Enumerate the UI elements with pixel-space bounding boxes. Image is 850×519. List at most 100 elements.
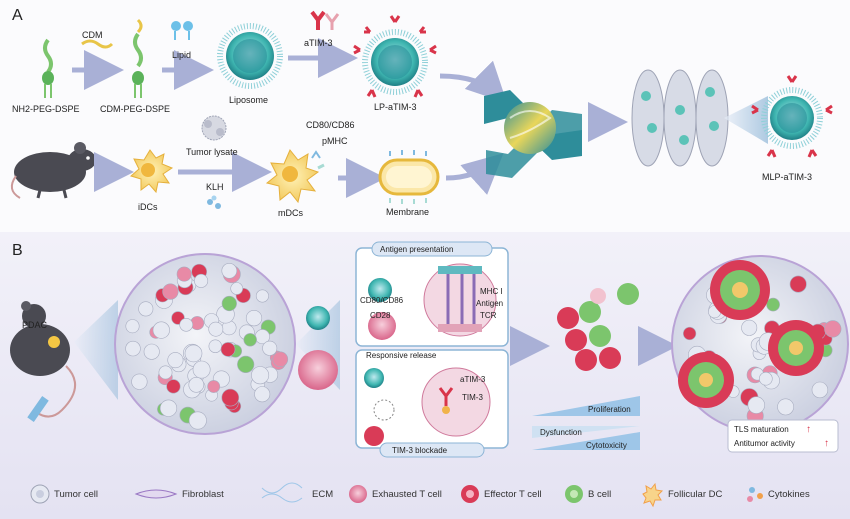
antigen-presentation-title: Antigen presentation (380, 245, 453, 254)
tumor-cell (138, 301, 154, 317)
tcr-label: TCR (480, 311, 497, 320)
proliferation-label: Proliferation (588, 405, 631, 414)
tumor-cell (208, 321, 224, 337)
tumor-cell (741, 319, 758, 336)
tumor-lysate-icon (201, 115, 227, 141)
tumor-cell (221, 262, 238, 279)
atim3-label: aTIM-3 (304, 38, 333, 48)
legend-b-cell: B cell (565, 485, 611, 503)
klh-label: KLH (206, 182, 224, 192)
lipid-icon (171, 21, 193, 40)
svg-text:Tumor cell: Tumor cell (54, 489, 98, 500)
tumor-cell (237, 355, 255, 374)
svg-text:Exhausted T cell: Exhausted T cell (372, 489, 442, 500)
legend-fibroblast: Fibroblast (134, 489, 224, 500)
tumor-cell (176, 266, 192, 282)
atim3-label-b: aTIM-3 (460, 375, 486, 384)
tumor-cell (162, 283, 179, 300)
tls-maturation-label: TLS maturation (734, 425, 789, 434)
tim3-blockade-box (355, 349, 509, 458)
tumor-cell (758, 371, 773, 386)
tumor-cell (125, 319, 140, 334)
atim3-antibody-icon (310, 10, 340, 30)
tls-cluster-left (678, 352, 734, 408)
svg-text:Effector T cell: Effector T cell (484, 489, 542, 500)
tumor-cell (143, 343, 160, 360)
pdac-label: PDAC (22, 320, 48, 330)
pdac-mouse-icon (10, 301, 76, 422)
tumor-cell (207, 380, 221, 393)
liposome-label: Liposome (229, 95, 268, 105)
lp-atim3-label: LP-aTIM-3 (374, 102, 417, 112)
cdm-molecule-icon (81, 39, 114, 49)
tumor-cell (254, 386, 271, 403)
tumor-cell (184, 344, 203, 363)
tumor-cell (192, 360, 211, 379)
svg-text:ECM: ECM (312, 489, 333, 500)
tumor-cell (167, 352, 184, 369)
tumor-cell (230, 282, 243, 295)
membrane-label: Membrane (386, 207, 429, 217)
microfluidic-mixer-icon (484, 90, 582, 178)
tumor-cell (255, 289, 269, 303)
membrane-vesicle-icon (378, 150, 440, 204)
tumor-cell (179, 317, 193, 332)
effector-cluster-icon (557, 283, 639, 371)
mlp-atim3-icon (751, 75, 833, 158)
mouse-icon (10, 142, 96, 199)
tumor-mass-left (114, 253, 296, 435)
lp-atim3-icon (353, 15, 437, 98)
zoom-wedge-left (74, 300, 118, 400)
tumor-cell (824, 320, 842, 338)
antitumor-activity-label: Antitumor activity (734, 439, 795, 448)
tumor-cell (766, 297, 780, 312)
legend-ecm: ECM (261, 482, 333, 503)
cdm-peg-dspe-label: CDM-PEG-DSPE (100, 104, 170, 114)
klh-icon (207, 195, 221, 209)
up-arrow-icon-2: ↑ (824, 438, 829, 449)
tumor-cell (747, 396, 765, 414)
tumor-cell (221, 295, 237, 312)
legend-effector-t-cell: Effector T cell (461, 485, 542, 503)
cd28-label: CD28 (370, 311, 391, 320)
tumor-cell (194, 273, 209, 288)
tumor-cell (158, 365, 173, 380)
pmhc-label: pMHC (322, 136, 348, 146)
legend-follicular-dc: Follicular DC (642, 482, 723, 508)
cdm-peg-dspe-molecule-icon (132, 18, 144, 98)
dysfunction-label: Dysfunction (540, 428, 582, 437)
tumor-cell (188, 376, 205, 393)
tumor-cell (208, 339, 223, 353)
mlp-meets-dc-icon (298, 306, 338, 390)
tumor-cell (243, 333, 257, 347)
tumor-lysate-label: Tumor lysate (186, 147, 238, 157)
tumor-cell (221, 388, 240, 407)
effects-wedges (532, 396, 640, 450)
tumor-cell (131, 373, 148, 390)
tumor-cell (811, 381, 829, 399)
tls-cluster-top (710, 260, 770, 320)
mhc-i-label: MHC I (480, 287, 503, 296)
svg-text:Cytokines: Cytokines (768, 489, 810, 500)
tumor-cell (166, 379, 181, 394)
tumor-cell (159, 399, 178, 417)
up-arrow-icon: ↑ (806, 424, 811, 435)
tls-cluster-right (768, 320, 824, 376)
tumor-cell (272, 351, 289, 368)
nh2-peg-dspe-label: NH2-PEG-DSPE (12, 104, 80, 114)
tumor-cell (220, 342, 236, 357)
nh2-peg-dspe-molecule-icon (42, 38, 54, 98)
mlp-discs-icon (631, 69, 729, 167)
tumor-mass-right (671, 255, 849, 433)
responsive-release-label: Responsive release (366, 351, 437, 360)
panel-a-label: A (12, 7, 23, 24)
tls-outcome-box: ↑ ↑ (727, 419, 839, 453)
legend: Tumor cell Fibroblast ECM Exhausted T ce… (30, 482, 810, 508)
tumor-cell (777, 398, 795, 416)
arrow-to-mixer-top (439, 60, 508, 104)
legend-exhausted-t-cell: Exhausted T cell (349, 485, 442, 503)
legend-tumor-cell: Tumor cell (30, 484, 98, 504)
mdcs-label: mDCs (278, 208, 303, 218)
